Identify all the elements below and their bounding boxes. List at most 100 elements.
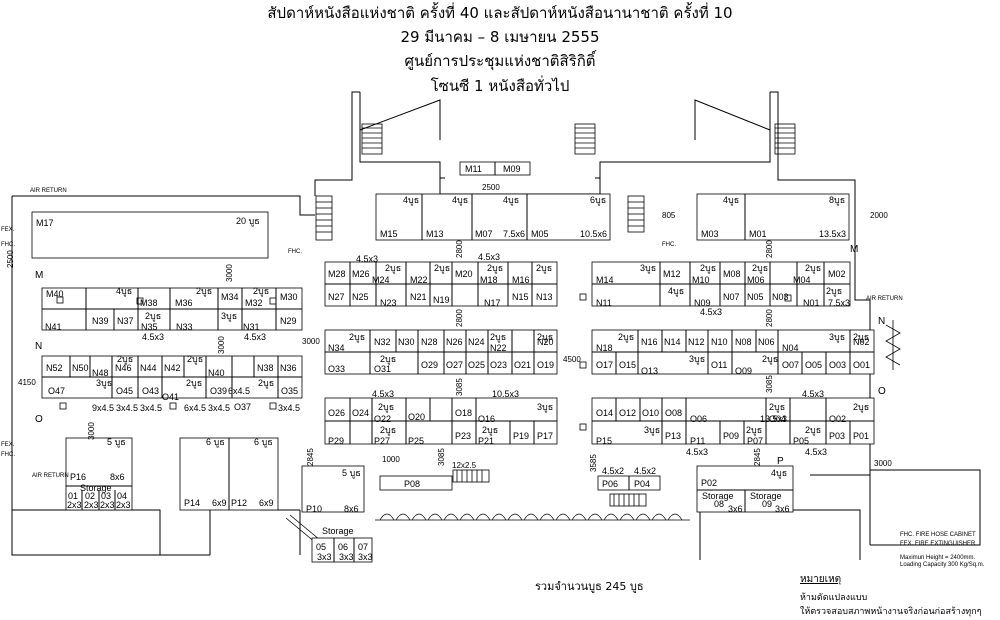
booth-M06[interactable]: M06 (747, 275, 765, 285)
booth-N24[interactable]: N24 (468, 337, 485, 347)
booth-N33[interactable]: N33 (176, 322, 193, 332)
booth-N29[interactable]: N29 (280, 316, 297, 326)
booth-P11[interactable]: P11 (690, 436, 705, 446)
booth-O47[interactable]: O47 (48, 386, 65, 396)
storage-09[interactable]: 09 (762, 499, 772, 509)
booth-N35[interactable]: N35 (141, 322, 158, 332)
booth-O05[interactable]: O05 (805, 360, 822, 370)
booth-N46[interactable]: N46 (115, 363, 132, 373)
booth-O12[interactable]: O12 (619, 408, 636, 418)
booth-N40[interactable]: N40 (208, 368, 225, 378)
booth-M15[interactable]: M15 (380, 229, 398, 239)
booth-O21[interactable]: O21 (514, 360, 531, 370)
booth-O17[interactable]: O17 (596, 360, 613, 370)
booth-O19[interactable]: O19 (537, 360, 554, 370)
booth-O09[interactable]: O09 (735, 366, 752, 376)
booth-N05[interactable]: N05 (747, 292, 764, 302)
storage-06[interactable]: 06 (338, 542, 348, 552)
booth-N03[interactable]: N03 (772, 292, 789, 302)
booth-O16[interactable]: O16 (478, 414, 495, 424)
booth-O04[interactable]: O04 (769, 414, 786, 424)
booth-N21[interactable]: N21 (410, 292, 427, 302)
booth-O02[interactable]: O02 (829, 414, 846, 424)
booth-M03[interactable]: M03 (701, 229, 719, 239)
booth-N20[interactable]: N20 (537, 337, 554, 347)
booth-O15[interactable]: O15 (619, 360, 636, 370)
booth-N09[interactable]: N09 (694, 298, 711, 308)
booth-N04[interactable]: N04 (782, 343, 799, 353)
booth-N15[interactable]: N15 (512, 292, 529, 302)
booth-O06[interactable]: O06 (690, 414, 707, 424)
booth-N16[interactable]: N16 (641, 337, 658, 347)
booth-P25[interactable]: P25 (408, 436, 424, 446)
booth-N36[interactable]: N36 (280, 363, 297, 373)
booth-P09[interactable]: P09 (723, 431, 739, 441)
booth-P03[interactable]: P03 (829, 431, 845, 441)
booth-M34[interactable]: M34 (221, 292, 239, 302)
booth-P02[interactable]: P02 (701, 478, 717, 488)
booth-N23[interactable]: N23 (380, 298, 397, 308)
booth-N38[interactable]: N38 (257, 363, 274, 373)
booth-M30[interactable]: M30 (280, 292, 298, 302)
booth-O25[interactable]: O25 (468, 360, 485, 370)
booth-N13[interactable]: N13 (536, 292, 553, 302)
booth-M02[interactable]: M02 (828, 269, 846, 279)
booth-O11[interactable]: O11 (711, 360, 727, 370)
booth-P23[interactable]: P23 (455, 431, 471, 441)
booth-N31[interactable]: N31 (243, 322, 260, 332)
booth-O24[interactable]: O24 (352, 408, 369, 418)
booth-N42[interactable]: N42 (164, 363, 181, 373)
booth-M11[interactable]: M11 (465, 164, 482, 174)
booth-P13[interactable]: P13 (665, 431, 681, 441)
booth-P04[interactable]: P04 (634, 479, 650, 489)
booth-M17[interactable]: M17 (36, 218, 54, 228)
booth-M05[interactable]: M05 (531, 229, 549, 239)
booth-N11[interactable]: N11 (596, 298, 612, 308)
booth-P15[interactable]: P15 (596, 436, 612, 446)
storage-04[interactable]: 04 (117, 491, 127, 501)
booth-M40[interactable]: M40 (46, 289, 64, 299)
booth-M26[interactable]: M26 (352, 269, 370, 279)
storage-03[interactable]: 03 (101, 491, 111, 501)
booth-N34[interactable]: N34 (328, 343, 345, 353)
booth-O41[interactable]: O41 (162, 392, 179, 402)
booth-O45[interactable]: O45 (116, 386, 133, 396)
booth-M16[interactable]: M16 (512, 275, 530, 285)
storage-08[interactable]: 08 (714, 499, 724, 509)
booth-M09[interactable]: M09 (503, 164, 521, 174)
booth-O26[interactable]: O26 (328, 408, 345, 418)
booth-M28[interactable]: M28 (328, 269, 346, 279)
booth-O20[interactable]: O20 (408, 412, 425, 422)
booth-O01[interactable]: O01 (853, 360, 870, 370)
booth-N07[interactable]: N07 (723, 292, 740, 302)
booth-O13[interactable]: O13 (641, 366, 658, 376)
booth-P16[interactable]: P16 (70, 472, 86, 482)
booth-M38[interactable]: M38 (140, 298, 158, 308)
booth-P12[interactable]: P12 (231, 498, 247, 508)
booth-N50[interactable]: N50 (72, 363, 89, 373)
booth-N32[interactable]: N32 (374, 337, 391, 347)
storage-01[interactable]: 01 (68, 491, 78, 501)
booth-P21[interactable]: P21 (478, 436, 494, 446)
booth-N22[interactable]: N22 (490, 343, 507, 353)
booth-N28[interactable]: N28 (421, 337, 438, 347)
booth-P17[interactable]: P17 (537, 431, 553, 441)
booth-O37[interactable]: O37 (234, 402, 251, 412)
booth-M20[interactable]: M20 (455, 269, 473, 279)
booth-P10[interactable]: P10 (306, 504, 322, 514)
booth-N52[interactable]: N52 (46, 363, 63, 373)
booth-P19[interactable]: P19 (513, 431, 529, 441)
booth-N18[interactable]: N18 (596, 343, 613, 353)
booth-N14[interactable]: N14 (664, 337, 681, 347)
booth-N30[interactable]: N30 (398, 337, 415, 347)
booth-O29[interactable]: O29 (421, 360, 438, 370)
booth-M01[interactable]: M01 (749, 229, 767, 239)
booth-N06[interactable]: N06 (758, 337, 775, 347)
booth-N19[interactable]: N19 (433, 295, 450, 305)
booth-M13[interactable]: M13 (426, 229, 444, 239)
booth-O43[interactable]: O43 (142, 386, 159, 396)
booth-O07[interactable]: O07 (782, 360, 799, 370)
storage-02[interactable]: 02 (85, 491, 95, 501)
booth-N27[interactable]: N27 (328, 292, 345, 302)
booth-P05[interactable]: P05 (793, 436, 809, 446)
